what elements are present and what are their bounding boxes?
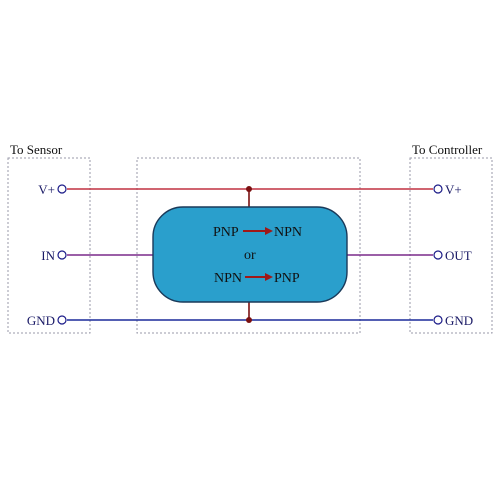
sensor-in-label: IN — [41, 248, 55, 263]
sensor-in-terminal-icon[interactable] — [57, 250, 67, 260]
controller-gnd-terminal-icon[interactable] — [433, 315, 443, 325]
sensor-gnd-label: GND — [27, 313, 55, 328]
line1-left-label: PNP — [213, 225, 239, 240]
power-junction — [246, 186, 252, 192]
ground-junction — [246, 317, 252, 323]
sensor-gnd-terminal-icon[interactable] — [57, 315, 67, 325]
controller-panel-title: To Controller — [412, 142, 483, 157]
controller-out-label: OUT — [445, 248, 472, 263]
sensor-vplus-terminal-icon[interactable] — [57, 184, 67, 194]
line2-right-label: PNP — [274, 271, 300, 286]
converter-module — [152, 206, 348, 303]
or-label: or — [244, 248, 256, 263]
controller-panel — [409, 157, 493, 334]
controller-vplus-terminal-icon[interactable] — [433, 184, 443, 194]
controller-out-terminal-icon[interactable] — [433, 250, 443, 260]
controller-vplus-label: V+ — [445, 182, 462, 197]
sensor-panel-title: To Sensor — [10, 142, 63, 157]
sensor-vplus-label: V+ — [38, 182, 55, 197]
converter-panel — [136, 157, 361, 334]
sensor-panel — [7, 157, 91, 334]
controller-gnd-label: GND — [445, 313, 473, 328]
line2-left-label: NPN — [214, 271, 242, 286]
line1-right-label: NPN — [274, 225, 302, 240]
